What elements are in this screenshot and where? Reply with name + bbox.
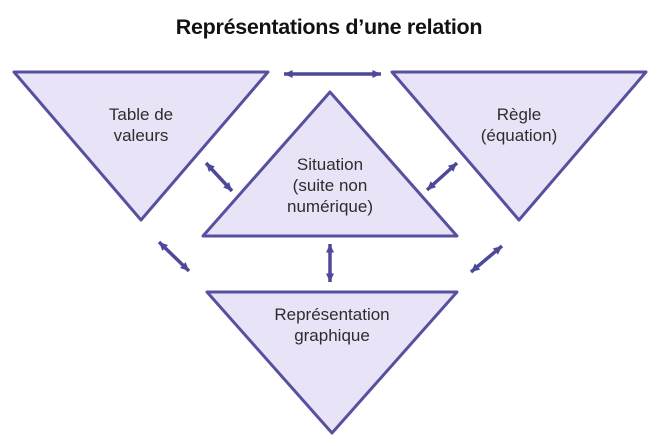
table-de-valeurs-label-line2: valeurs xyxy=(113,126,169,145)
representation-graphique-triangle xyxy=(205,290,459,435)
representation-graphique-label-line1: Représentation xyxy=(274,305,390,324)
arrow-table-situation xyxy=(204,161,234,193)
situation-label-line3: numérique) xyxy=(287,197,373,216)
arrow-regle-situation xyxy=(425,161,459,192)
table-de-valeurs-label: Table de valeurs xyxy=(41,104,241,146)
table-de-valeurs-label-line1: Table de xyxy=(108,105,174,124)
regle-equation-triangle xyxy=(390,70,648,222)
arrow-regle-graphique xyxy=(469,244,504,274)
diagram-title: Représentations d’une relation xyxy=(175,15,483,39)
regle-equation-label: Règle (équation) xyxy=(419,104,619,146)
situation-triangle xyxy=(201,90,459,238)
representation-graphique-label-line2: graphique xyxy=(294,326,370,345)
representation-graphique-label: Représentation graphique xyxy=(232,304,432,346)
situation-label: Situation (suite non numérique) xyxy=(230,154,430,217)
regle-equation-label-line2: (équation) xyxy=(480,126,558,145)
arrow-table-graphique xyxy=(157,240,191,273)
situation-label-line1: Situation xyxy=(296,155,364,174)
regle-equation-label-line1: Règle xyxy=(496,105,542,124)
situation-label-line2: (suite non xyxy=(292,176,368,195)
table-de-valeurs-triangle xyxy=(12,70,270,222)
